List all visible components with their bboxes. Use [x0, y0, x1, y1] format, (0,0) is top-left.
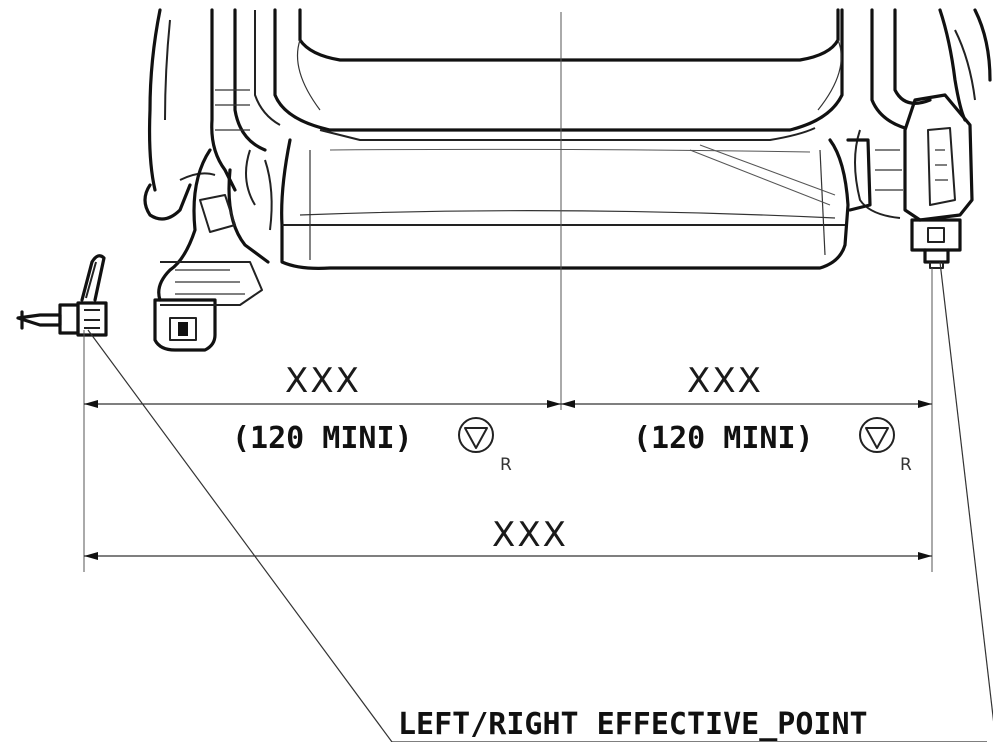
total-dimension-value: XXX: [492, 515, 568, 555]
left-spec-label: (120 MINI): [232, 421, 413, 456]
right-spec-suffix: R: [900, 455, 912, 475]
seat-assembly: [16, 8, 992, 352]
left-spec-symbol-icon: [458, 417, 494, 453]
dimension-lines: [83, 268, 933, 572]
left-spec-suffix: R: [500, 455, 512, 475]
left-dimension-value: XXX: [285, 361, 361, 401]
leader-lines: [87, 261, 993, 742]
right-spec-label: (120 MINI): [633, 421, 814, 456]
effective-point-callout: LEFT/RIGHT EFFECTIVE_POINT: [398, 707, 868, 742]
right-spec-symbol-icon: [859, 417, 895, 453]
right-dimension-value: XXX: [687, 361, 763, 401]
left-anchor-bolt: [16, 254, 108, 337]
